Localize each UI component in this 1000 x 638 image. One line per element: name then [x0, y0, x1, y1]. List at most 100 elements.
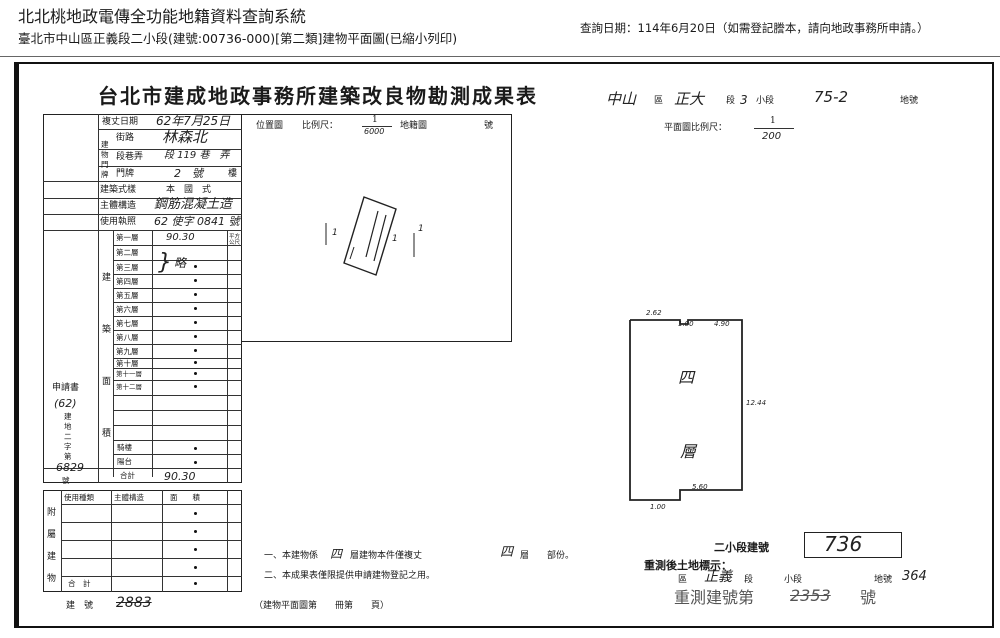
omitted-mark: }: [158, 250, 172, 275]
renumber-section-label: 段: [744, 575, 754, 585]
street-label: 街路: [116, 133, 135, 143]
title-lot-handwritten: 75-2: [814, 88, 849, 106]
applicant-number: 6829: [56, 461, 84, 474]
floor-row-11: 第十一層: [116, 370, 142, 378]
applicant-label: 申請書: [52, 383, 80, 393]
doorplate-number-value: 2 號: [174, 167, 203, 180]
floor-label: 樓: [228, 169, 238, 179]
floor-row-5: 第五層: [116, 291, 139, 300]
record-subtitle: 臺北市中山區正義段二小段(建號:00736-000)[第二類]建物平面圖(已縮小…: [18, 31, 458, 46]
title-district-handwritten: 中山: [606, 90, 637, 108]
scanned-document: 台北市建成地政事務所建築改良物勘測成果表 中山 區 正大 段 3 小段 75-2…: [14, 62, 994, 628]
applicant-hao: 號: [62, 476, 70, 485]
accessory-structure-label: 主體構造: [114, 493, 144, 502]
plan-scale-label: 平面圖比例尺：: [664, 123, 728, 133]
building-number-box: [804, 532, 902, 558]
title-section-label: 段: [726, 96, 736, 106]
dim-top-right: 4.90: [714, 320, 730, 328]
floor-row-7: 第七層: [116, 319, 139, 328]
renumber-stamp-hao: 號: [860, 588, 877, 607]
footer-plan-reference: （建物平面圖第 冊第 頁）: [254, 601, 390, 611]
accessory-area-label: 面 積: [170, 493, 200, 502]
note-2: 二、本成果表僅限提供申請建物登記之用。: [264, 571, 436, 581]
svg-text:1: 1: [418, 224, 424, 234]
document-title: 台北市建成地政事務所建築改良物勘測成果表: [98, 84, 538, 108]
floor-row-10: 第十層: [116, 359, 139, 368]
section-lane-label: 段巷弄: [116, 152, 144, 162]
floor-row-8: 第八層: [116, 333, 139, 342]
building-number-value: 736: [824, 532, 863, 556]
area-unit-label: 平方公尺: [229, 234, 241, 246]
total-area: 90.30: [164, 470, 196, 483]
arcade-label: 騎樓: [117, 443, 132, 452]
dim-right: 12.44: [746, 399, 767, 407]
applicant-year: (62): [54, 397, 77, 410]
scan-top-edge: [0, 56, 1000, 57]
title-subsection-label: 小段: [756, 96, 775, 106]
floor-row-9: 第九層: [116, 347, 139, 356]
location-map-label: 位置圖: [256, 121, 284, 131]
doorplate-number-label: 門牌: [116, 169, 135, 179]
accessory-total-label: 合 計: [68, 579, 91, 588]
svg-text:1: 1: [392, 234, 398, 244]
note-1-suffix: 層 部份。: [520, 551, 575, 561]
survey-date-value: 62年7月25日: [156, 114, 231, 128]
note-1-floors: 四: [330, 547, 343, 561]
cadastral-map-label: 地籍圖: [400, 121, 428, 131]
property-form: [43, 114, 242, 483]
room-label-floor-count: 四: [678, 368, 695, 387]
document-border: [14, 62, 994, 628]
main-structure-label: 主體構造: [100, 201, 137, 211]
building-style-label: 建築式樣: [100, 185, 137, 195]
dim-top-left: 2.62: [646, 309, 662, 317]
svg-text:1: 1: [332, 228, 338, 238]
floor-plan-drawing: [629, 319, 743, 501]
renumber-subsection-label: 小段: [784, 575, 803, 585]
renumber-section-value: 正義: [704, 569, 732, 585]
note-1-middle: 層建物本件僅複丈: [350, 551, 423, 561]
doorplate-group-label: 建物門牌: [101, 140, 109, 179]
balcony-label: 陽台: [117, 457, 132, 466]
omitted-note: 略: [174, 256, 187, 270]
renumber-lot-label: 地號: [874, 575, 893, 585]
street-value: 林森北: [162, 128, 208, 146]
renumber-old-number: 2353: [790, 586, 831, 605]
system-title: 北北桃地政電傳全功能地籍資料查詢系統: [18, 7, 307, 26]
dim-top-middle: 1.00: [678, 320, 694, 328]
renumber-stamp: 重測建號第: [674, 588, 755, 607]
main-structure-value: 鋼筋混凝土造: [154, 197, 233, 212]
floor-row-6: 第六層: [116, 305, 139, 314]
subsection-building-no-label: 二小段建號: [714, 541, 769, 554]
first-floor-area: 90.30: [166, 232, 195, 243]
floor-row-4: 第四層: [116, 277, 139, 286]
footer-building-no-label: 建 號: [66, 601, 94, 611]
accessory-group-label: 附屬建物: [47, 508, 57, 584]
dim-bottom: 5.60: [692, 483, 708, 491]
location-scale-label: 比例尺：: [302, 121, 339, 131]
floor-row-1: 第一層: [116, 233, 139, 242]
renumber-after-label: 重測後土地標示：: [644, 559, 732, 572]
renumber-district-label: 區: [678, 575, 688, 585]
title-section-handwritten: 正大: [674, 90, 705, 108]
total-label: 合計: [120, 471, 135, 480]
footer-building-no-value: 2883: [116, 595, 152, 611]
accessory-use-label: 使用種類: [64, 493, 94, 502]
survey-date-label: 複丈日期: [102, 117, 139, 127]
note-1-floor: 四: [500, 545, 514, 560]
location-scale-numerator: 1: [372, 115, 378, 125]
building-area-group-label: 建築面積: [102, 273, 112, 439]
title-district-label: 區: [654, 96, 664, 106]
use-permit-label: 使用執照: [100, 217, 137, 227]
floor-row-2: 第二層: [116, 248, 139, 257]
applicant-text: 建地二字第: [64, 412, 72, 461]
floor-row-3: 第三層: [116, 263, 139, 272]
title-lot-label: 地號: [900, 96, 919, 106]
query-date: 查詢日期：114年6月20日（如需登記謄本，請向地政事務所申請。）: [580, 21, 929, 35]
building-style-value: 本 國 式: [166, 185, 212, 195]
cadastral-lot-label: 號: [484, 121, 494, 131]
room-label-floor: 層: [680, 442, 697, 461]
location-map-frame: [242, 114, 512, 342]
system-header: 北北桃地政電傳全功能地籍資料查詢系統 臺北市中山區正義段二小段(建號:00736…: [18, 6, 457, 48]
renumber-lot-value: 364: [902, 569, 927, 584]
plan-scale-numerator: 1: [770, 116, 776, 126]
